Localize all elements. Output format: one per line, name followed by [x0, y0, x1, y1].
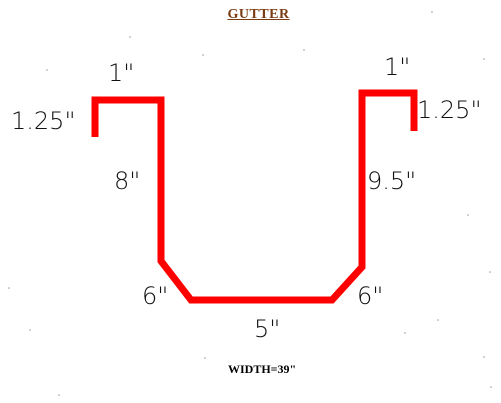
dim-right-bevel: 6": [357, 282, 383, 310]
dim-bottom: 5": [254, 315, 280, 343]
dim-right-lip: 1.25": [417, 96, 481, 124]
dim-left-top-flange: 1": [108, 59, 134, 87]
diagram-title: GUTTER: [227, 7, 290, 22]
dim-left-side: 8": [114, 167, 140, 195]
gutter-profile-line: [91, 89, 418, 304]
dim-right-side: 9.5": [367, 167, 416, 195]
dim-left-bevel: 6": [142, 282, 168, 310]
dim-right-top-flange: 1": [384, 53, 410, 81]
dim-left-lip: 1.25": [11, 107, 75, 135]
width-label: WIDTH=39": [228, 362, 296, 376]
background-specks: [8, 11, 492, 396]
